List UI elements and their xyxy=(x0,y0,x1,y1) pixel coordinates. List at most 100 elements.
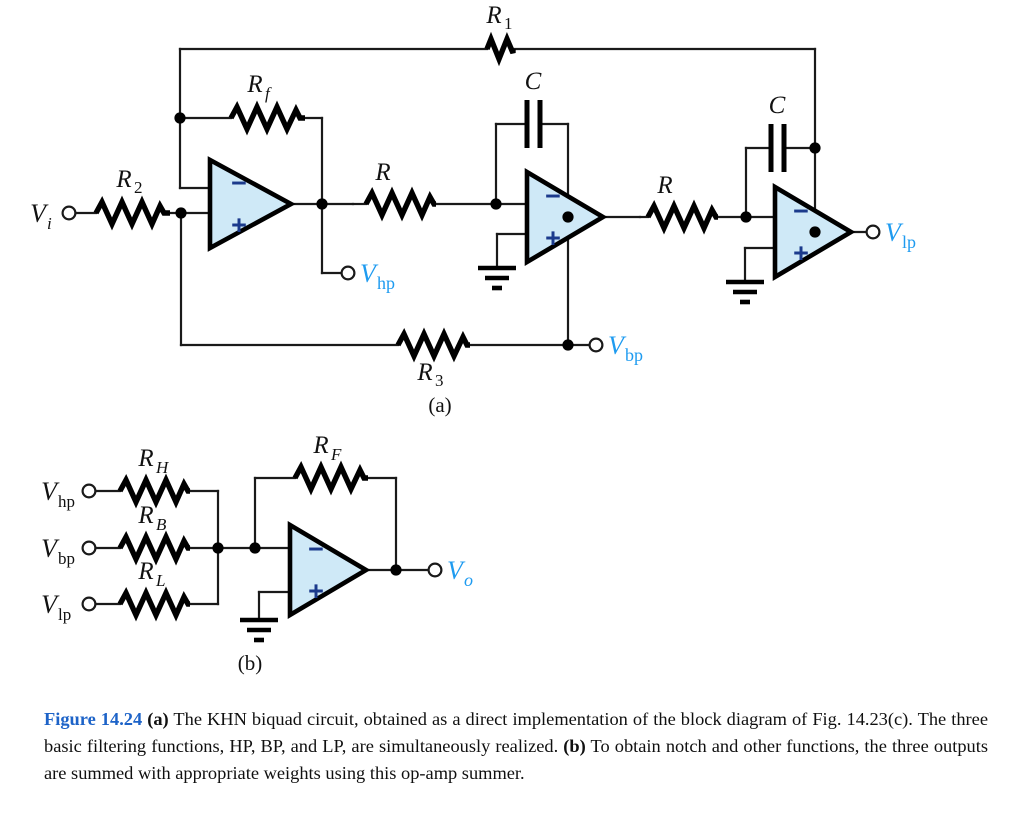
junction-dot-summing-bus xyxy=(212,542,224,554)
junction-dot-summer-plus xyxy=(175,207,187,219)
label-vbp-base: V xyxy=(608,331,627,360)
label-rf: R f xyxy=(246,71,272,103)
opamp-summer-b-plus-sign: + xyxy=(308,576,324,606)
label-vi-base: V xyxy=(30,199,49,228)
label-vlp-sub: lp xyxy=(902,232,916,252)
terminal-ring-vo[interactable] xyxy=(427,562,443,578)
terminal-ring-vbp-in[interactable] xyxy=(81,540,97,556)
junction-dot-c2-right xyxy=(809,142,821,154)
opamp-summer-minus-sign: − xyxy=(231,168,247,198)
ground-symbol-integrator-1 xyxy=(478,265,516,291)
label-vlp-in-base: V xyxy=(41,590,60,619)
label-vo-base: V xyxy=(447,556,466,585)
label-vhp-in: V hp xyxy=(41,477,75,511)
label-rfb-sub: F xyxy=(330,445,342,464)
label-vo-sub: o xyxy=(464,570,473,590)
opamp-summer-b: − + xyxy=(287,520,371,620)
caption-text-a: The KHN biquad circuit, obtained as a di… xyxy=(44,709,988,756)
opamp-integrator-1-plus-sign: + xyxy=(545,223,561,253)
label-vi-sub: i xyxy=(47,214,52,233)
label-vhp-in-base: V xyxy=(41,477,60,506)
terminal-ring-vbp[interactable] xyxy=(588,337,604,353)
label-vhp: V hp xyxy=(360,259,395,293)
label-vbp-in-sub: bp xyxy=(58,549,75,568)
label-rh-base: R xyxy=(137,445,153,472)
label-vbp: V bp xyxy=(608,331,643,365)
resistor-r-int1 xyxy=(363,186,437,222)
junction-dot-vbp xyxy=(562,339,574,351)
terminal-ring-vhp[interactable] xyxy=(340,265,356,281)
label-c-int2: C xyxy=(769,92,786,119)
capacitor-c-int2 xyxy=(768,124,787,172)
figure-number: Figure 14.24 xyxy=(44,709,143,729)
panel-a-circuit: − + − + − + xyxy=(30,2,916,417)
junction-dot-int1-minus xyxy=(490,198,502,210)
panel-b-label: (b) xyxy=(238,651,263,675)
opamp-integrator-2-minus-sign: − xyxy=(793,196,809,226)
terminal-ring-vlp-in[interactable] xyxy=(81,596,97,612)
caption-tag-b: (b) xyxy=(563,736,586,756)
label-vbp-in: V bp xyxy=(41,534,75,568)
junction-dot-int1-out xyxy=(562,211,574,223)
label-rb-base: R xyxy=(137,502,153,529)
label-r3-base: R xyxy=(416,359,432,386)
label-c-int1: C xyxy=(525,68,542,95)
label-rh-sub: H xyxy=(155,458,170,477)
label-r2: R 2 xyxy=(115,166,142,197)
label-vhp-in-sub: hp xyxy=(58,492,75,511)
capacitor-c-int1 xyxy=(524,100,543,148)
label-rfb-base: R xyxy=(312,432,328,459)
resistor-r3 xyxy=(395,327,470,363)
panel-a-label: (a) xyxy=(428,393,451,417)
label-r1-sub: 1 xyxy=(504,14,513,33)
resistor-rfb xyxy=(292,460,368,496)
label-rl-base: R xyxy=(137,558,153,585)
panel-b-circuit: − + R H R xyxy=(41,432,473,675)
ground-symbol-integrator-2 xyxy=(726,279,764,305)
label-rfb: R F xyxy=(312,432,342,464)
opamp-summer: − + xyxy=(207,156,296,252)
resistor-r1 xyxy=(484,31,516,67)
label-r3-sub: 3 xyxy=(435,371,444,390)
caption-text-b: To obtain notch and other functions, the… xyxy=(44,736,988,783)
label-r2-sub: 2 xyxy=(134,178,143,197)
resistor-rh xyxy=(117,473,191,509)
junction-dot-vlp xyxy=(809,226,821,238)
label-vbp-sub: bp xyxy=(625,345,643,365)
label-r2-base: R xyxy=(115,166,131,193)
junction-dot-int2-minus xyxy=(740,211,752,223)
label-r1-base: R xyxy=(485,2,501,29)
label-r3: R 3 xyxy=(416,359,443,390)
caption-tag-a: (a) xyxy=(147,709,169,729)
opamp-integrator-1-minus-sign: − xyxy=(545,181,561,211)
terminal-ring-vlp[interactable] xyxy=(865,224,881,240)
label-rl: R L xyxy=(137,558,165,590)
label-vo: V o xyxy=(447,556,473,590)
junction-dot-rf-tap xyxy=(249,542,261,554)
junction-dot-vhp xyxy=(316,198,328,210)
label-vlp-in-sub: lp xyxy=(58,605,71,624)
label-vhp-sub: hp xyxy=(377,273,395,293)
figure-caption: Figure 14.24 (a) The KHN biquad circuit,… xyxy=(44,706,988,787)
resistor-rl xyxy=(117,586,191,622)
label-rb: R B xyxy=(137,502,167,534)
label-vi: V i xyxy=(30,199,52,233)
terminal-ring-vhp-in[interactable] xyxy=(81,483,97,499)
label-r1: R 1 xyxy=(485,2,512,33)
resistor-r-int2 xyxy=(645,199,719,235)
label-vbp-in-base: V xyxy=(41,534,60,563)
label-rb-sub: B xyxy=(156,515,167,534)
label-rf-base: R xyxy=(246,71,262,98)
opamp-summer-plus-sign: + xyxy=(231,210,247,240)
opamp-integrator-2-plus-sign: + xyxy=(793,238,809,268)
terminal-ring-vi[interactable] xyxy=(61,205,77,221)
label-r-int2: R xyxy=(656,172,672,199)
label-rh: R H xyxy=(137,445,170,477)
ground-symbol-summer-b xyxy=(240,617,278,643)
resistor-r2 xyxy=(93,195,170,231)
label-r-int1: R xyxy=(374,159,390,186)
label-vlp: V lp xyxy=(885,218,916,252)
junction-dot-vo xyxy=(390,564,402,576)
